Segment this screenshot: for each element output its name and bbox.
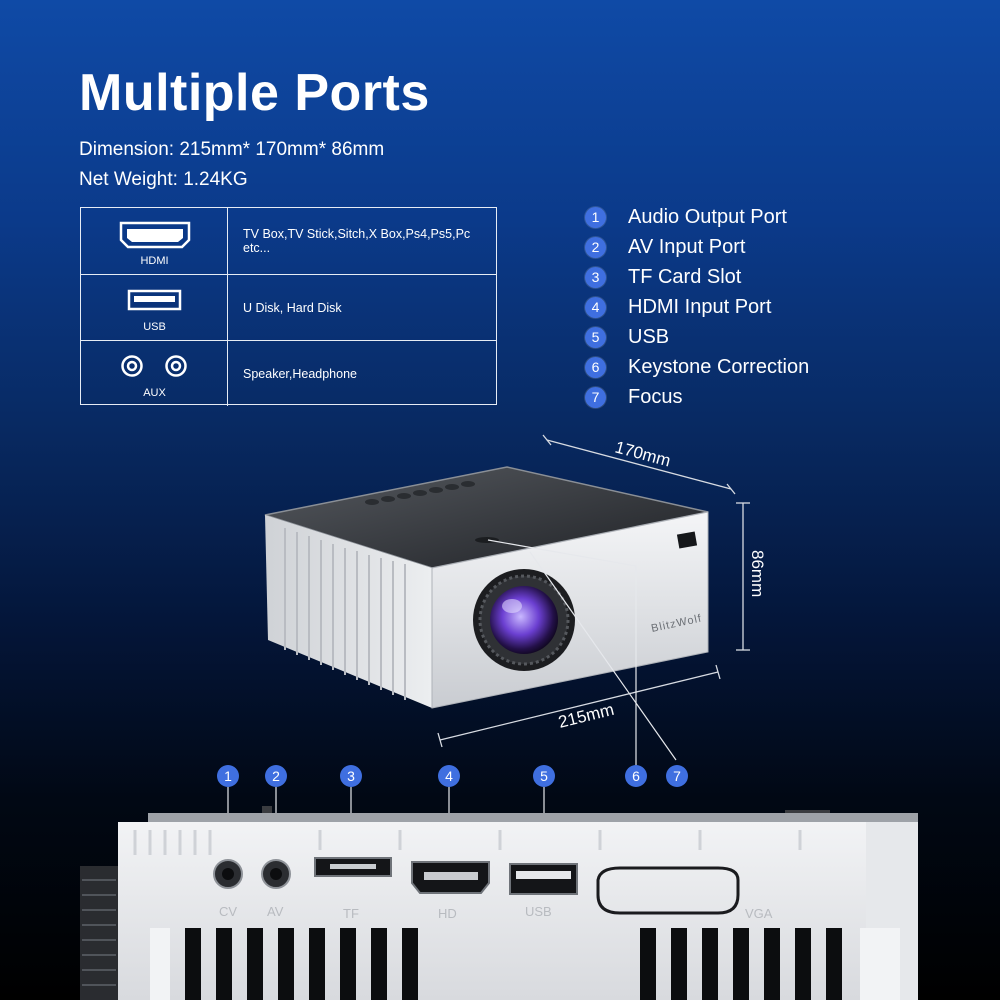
callout-7: 7 [673,768,681,784]
number-badge: 7 [585,386,606,408]
legend-item: 1 Audio Output Port [585,202,809,232]
number-badge: 5 [585,326,606,348]
port-legend: 1 Audio Output Port 2 AV Input Port 3 TF Ca… [585,202,809,412]
callout-1: 1 [224,768,232,784]
legend-item: 3 TF Card Slot [585,262,809,292]
port-label-usb: USB [143,321,166,333]
port-label-aux: AUX [143,387,166,399]
svg-text:VGA: VGA [745,906,773,921]
legend-label: HDMI Input Port [628,295,772,318]
callout-5: 5 [540,768,548,784]
svg-text:TF: TF [343,906,359,921]
hdmi-icon [119,221,191,249]
port-label-hdmi: HDMI [140,255,169,267]
legend-item: 6 Keystone Correction [585,352,809,382]
svg-text:CV: CV [219,904,237,919]
svg-text:USB: USB [525,904,552,919]
dimension-height: 86mm [748,550,767,597]
port-row-aux: AUX Speaker,Headphone [81,340,496,406]
callout-3: 3 [347,768,355,784]
port-row-hdmi: HDMI TV Box,TV Stick,Sitch,X Box,Ps4,Ps5… [81,208,496,274]
dimension-spec: Dimension: 215mm* 170mm* 86mm [79,139,385,160]
number-badge: 4 [585,296,606,318]
svg-text:HD: HD [438,906,457,921]
port-panel: CV AV TF HD USB VGA [80,806,918,1000]
number-badge: 2 [585,236,606,258]
number-badge: 6 [585,356,606,378]
number-badge: 1 [585,206,606,228]
legend-label: USB [628,325,670,348]
legend-label: Focus [628,385,683,408]
svg-text:AV: AV [267,904,284,919]
port-desc-aux: Speaker,Headphone [243,366,357,381]
legend-label: TF Card Slot [628,265,742,288]
callout-2: 2 [272,768,280,784]
page-title: Multiple Ports [79,64,430,122]
weight-spec: Net Weight: 1.24KG [79,169,248,190]
usb-icon [127,289,182,311]
legend-label: Keystone Correction [628,355,810,378]
callout-6: 6 [632,768,640,784]
callout-4: 4 [445,768,453,784]
legend-item: 2 AV Input Port [585,232,809,262]
callouts: 1 2 3 4 5 6 7 [217,765,688,787]
number-badge: 3 [585,266,606,288]
legend-item: 5 USB [585,322,809,352]
aux-icon [121,355,187,377]
dimension-lines [437,434,750,748]
legend-item: 4 HDMI Input Port [585,292,809,322]
legend-item: 7 Focus [585,382,809,412]
port-row-usb: USB U Disk, Hard Disk [81,274,496,340]
port-table: HDMI TV Box,TV Stick,Sitch,X Box,Ps4,Ps5… [80,207,497,406]
legend-label: AV Input Port [628,235,746,258]
port-desc-hdmi: TV Box,TV Stick,Sitch,X Box,Ps4,Ps5,Pc e… [243,227,471,255]
projector: BlitzWolf [264,466,709,709]
legend-label: Audio Output Port [628,205,787,228]
port-desc-usb: U Disk, Hard Disk [243,300,342,315]
